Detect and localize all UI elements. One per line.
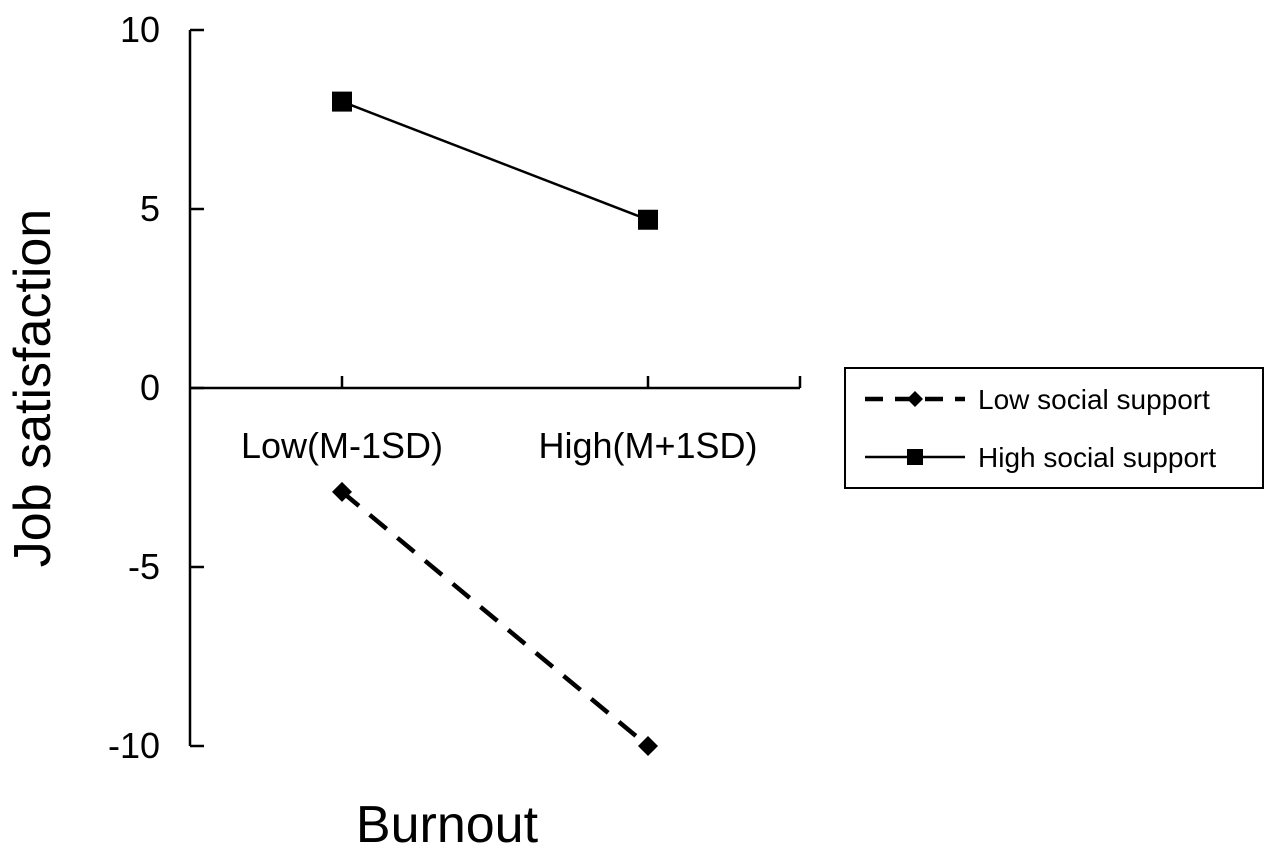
series-line xyxy=(341,100,649,221)
legend-item: Low social support xyxy=(865,384,1210,415)
axes xyxy=(188,30,800,746)
y-tick-label: 5 xyxy=(140,188,160,229)
legend-item: High social support xyxy=(865,442,1216,473)
legend-marker xyxy=(907,391,923,407)
x-axis-title: Burnout xyxy=(356,796,539,848)
y-tick-label: -10 xyxy=(108,725,160,766)
y-axis-title: Job satisfaction xyxy=(4,209,62,567)
data-point xyxy=(332,481,352,502)
data-point xyxy=(638,736,658,756)
y-tick-label: 10 xyxy=(120,9,160,50)
series-line xyxy=(340,490,650,748)
data-point xyxy=(638,209,658,230)
legend-box xyxy=(844,367,1264,489)
data-point xyxy=(332,91,352,112)
y-tick-label: -5 xyxy=(128,546,160,587)
legend-label: Low social support xyxy=(978,384,1210,415)
series xyxy=(332,91,658,756)
y-tick-label: 0 xyxy=(140,367,160,408)
x-tick-label: Low(M-1SD) xyxy=(241,425,443,466)
series-1 xyxy=(332,481,658,756)
ticks: 10 5 0 -5 -10 Low(M-1SD) High(M+1SD) xyxy=(108,9,802,766)
x-tick-label: High(M+1SD) xyxy=(538,425,757,466)
series-2 xyxy=(332,91,658,230)
legend-label: High social support xyxy=(978,442,1216,473)
legend-marker xyxy=(907,449,923,465)
